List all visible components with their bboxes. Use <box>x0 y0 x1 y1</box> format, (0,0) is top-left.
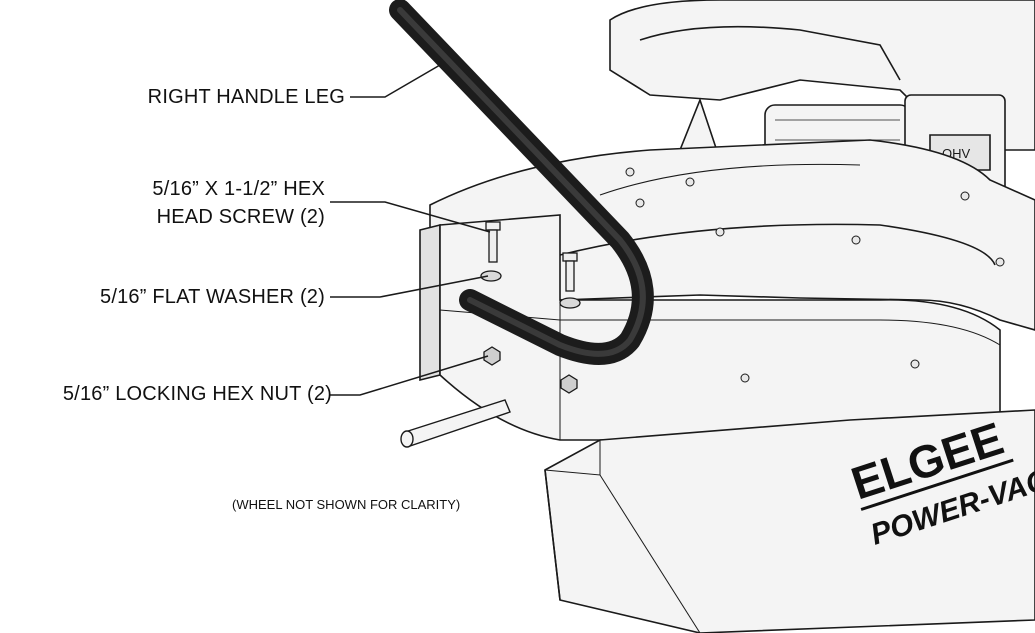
right-handle-leg <box>389 0 654 365</box>
callout-screw-line-2: HEAD SCREW (2) <box>156 206 325 228</box>
flat-washers <box>480 270 581 309</box>
housing-bolts <box>625 167 1005 383</box>
locking-hex-nuts <box>483 346 578 394</box>
callout-flat-washer: 5/16” FLAT WASHER (2) <box>100 286 325 308</box>
callout-right-handle-leg: RIGHT HANDLE LEG <box>147 86 345 108</box>
callout-locking-hex-nut: 5/16” LOCKING HEX NUT (2) <box>62 383 332 405</box>
lower-housing <box>419 214 1001 441</box>
hex-head-screws <box>485 221 578 292</box>
deck <box>544 409 1035 633</box>
callout-screw-line-1: 5/16” X 1-1/2” HEX <box>152 178 325 200</box>
wheel-note: (WHEEL NOT SHOWN FOR CLARITY) <box>232 497 461 512</box>
axle-rod <box>400 399 511 448</box>
leader-lines <box>330 64 491 396</box>
